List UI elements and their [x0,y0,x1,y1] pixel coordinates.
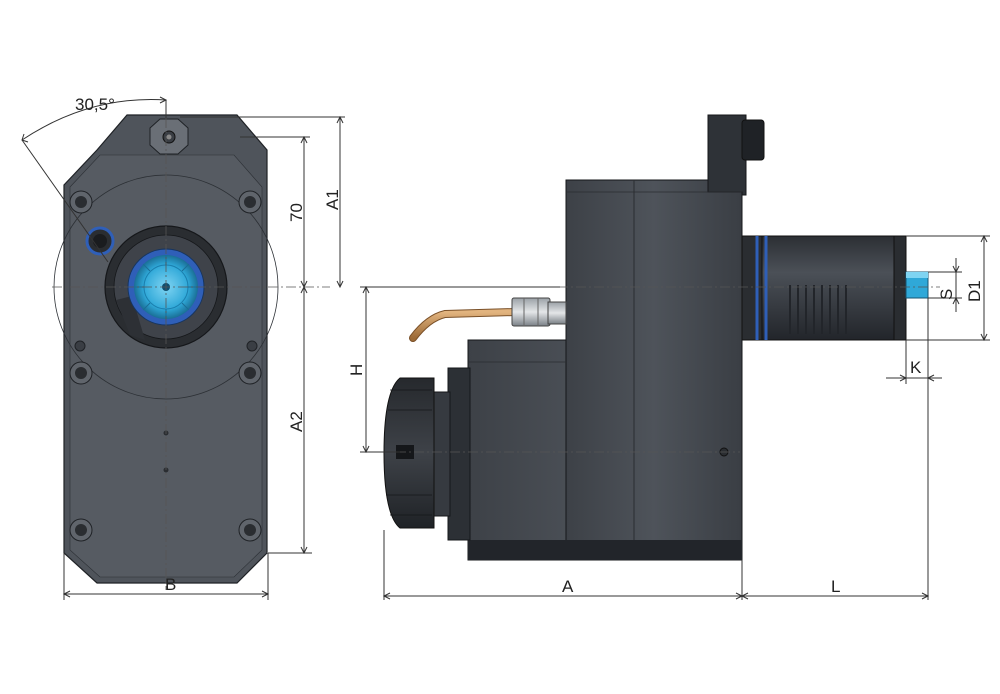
pin-left [74,340,86,352]
angle-label: 30,5° [75,95,115,114]
front-view [52,100,330,590]
s-label: S [937,289,956,300]
h-label: H [347,364,366,376]
k-label: K [910,358,922,377]
collet-nut [383,377,435,529]
screw-mid-right [238,361,262,385]
side-view-dimensions: H A L K S D1 [347,234,990,600]
front-view-dimensions: 30,5° 70 A1 A2 B [21,95,345,600]
collet-flange [447,367,471,541]
a-label: A [562,577,574,596]
a1-label: A1 [323,189,342,210]
upper-housing [565,179,743,546]
a2-label: A2 [287,411,306,432]
drive-cylinder [741,235,907,341]
screw-top-left [69,190,93,214]
coolant-port-ring [85,226,115,256]
screw-mid-left [69,361,93,385]
top-connector-plug [741,119,765,161]
screw-top-right [238,190,262,214]
side-view [360,114,940,561]
spindle-bore [104,225,228,349]
coolant-pipe [409,297,567,342]
l-label: L [831,577,840,596]
pin-right [246,340,258,352]
pipe-fitting [511,297,551,327]
top-connector-block [707,114,747,196]
screw-bottom-right [238,518,262,542]
b-label: B [165,575,176,594]
dim-70-label: 70 [287,203,306,222]
d1-label: D1 [965,280,984,302]
screw-bottom-left [69,518,93,542]
